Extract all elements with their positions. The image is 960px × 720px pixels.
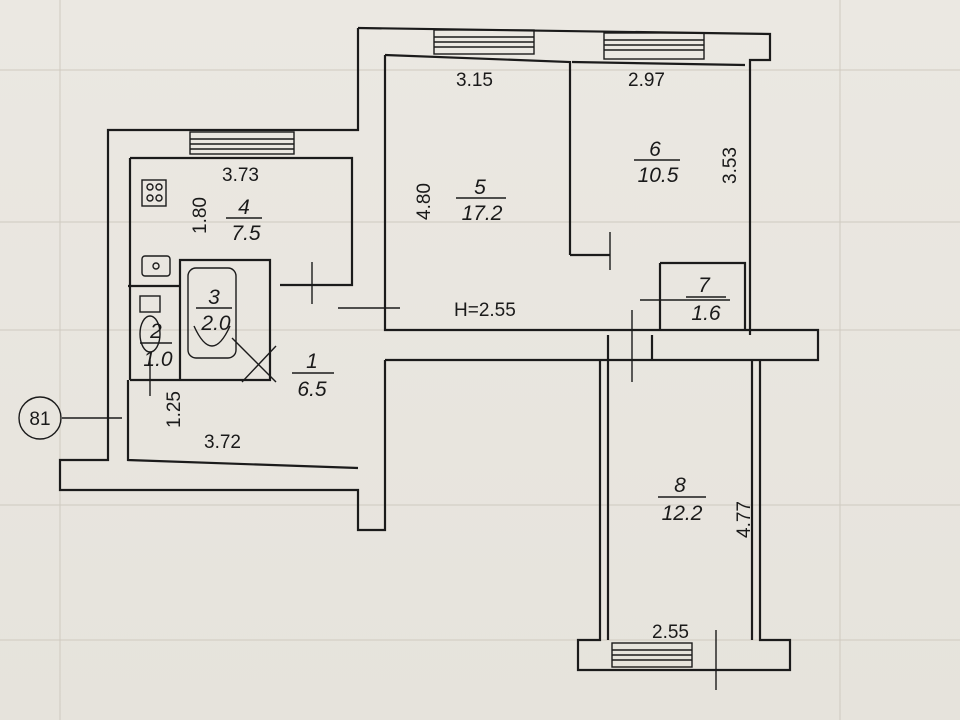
window-top-left — [433, 29, 535, 55]
sink-icon — [141, 255, 171, 277]
room-label-7: 7 1.6 — [686, 274, 726, 325]
plan-text: 2 — [149, 320, 162, 343]
marker-81-label: 81 — [29, 409, 50, 430]
plan-text: 10.5 — [638, 164, 679, 187]
marker-81: 81 — [18, 396, 122, 440]
window-top-right — [603, 32, 705, 60]
plan-text: 3 — [208, 286, 220, 309]
dimension-room6-width: 2.97 — [628, 70, 665, 91]
plan-text: 17.2 — [462, 202, 503, 225]
dimension-room6-depth: 3.53 — [720, 147, 741, 184]
plan-text: 7 — [698, 274, 711, 297]
window-bottom — [611, 630, 717, 690]
plan-text: 6.5 — [297, 378, 327, 401]
bathtub-icon — [187, 267, 237, 359]
room-label-3: 3 2.0 — [196, 286, 232, 335]
stove-icon — [141, 179, 167, 207]
plan-text: 12.2 — [662, 502, 703, 525]
door-marks — [149, 232, 730, 396]
plan-text: 6 — [649, 138, 661, 161]
dimension-hall-depth: 1.25 — [164, 391, 185, 428]
room-label-8: 8 12.2 — [658, 474, 706, 525]
dimension-room8-depth: 4.77 — [734, 501, 755, 538]
plan-text: 2.0 — [200, 312, 231, 335]
plan-text: 8 — [674, 474, 686, 497]
dimension-room5-depth: 4.80 — [414, 183, 435, 220]
room-label-4: 4 7.5 — [226, 196, 262, 245]
toilet-icon — [139, 295, 161, 353]
ceiling-height-label: H=2.55 — [454, 300, 516, 321]
plan-text: 1.0 — [143, 348, 173, 371]
plan-text: 1 — [306, 350, 318, 373]
dimension-hall-width: 3.72 — [204, 432, 241, 453]
dimension-room5-width: 3.15 — [456, 70, 493, 91]
room-label-2: 2 1.0 — [140, 320, 173, 371]
room-label-5: 5 17.2 — [456, 176, 506, 225]
window-kitchen — [189, 131, 295, 155]
room-label-1: 1 6.5 — [292, 350, 334, 401]
dimension-room8-width: 2.55 — [652, 622, 689, 643]
dimension-kitchen-width: 3.73 — [222, 165, 259, 186]
plan-text: 4 — [238, 196, 250, 219]
room-label-6: 6 10.5 — [634, 138, 680, 187]
plan-text: 5 — [474, 176, 486, 199]
inner-partitions — [126, 156, 747, 470]
plan-text: 1.6 — [691, 302, 721, 325]
outer-walls — [58, 26, 820, 672]
plan-text: 7.5 — [231, 222, 261, 245]
dimension-kitchen-depth: 1.80 — [190, 197, 211, 234]
